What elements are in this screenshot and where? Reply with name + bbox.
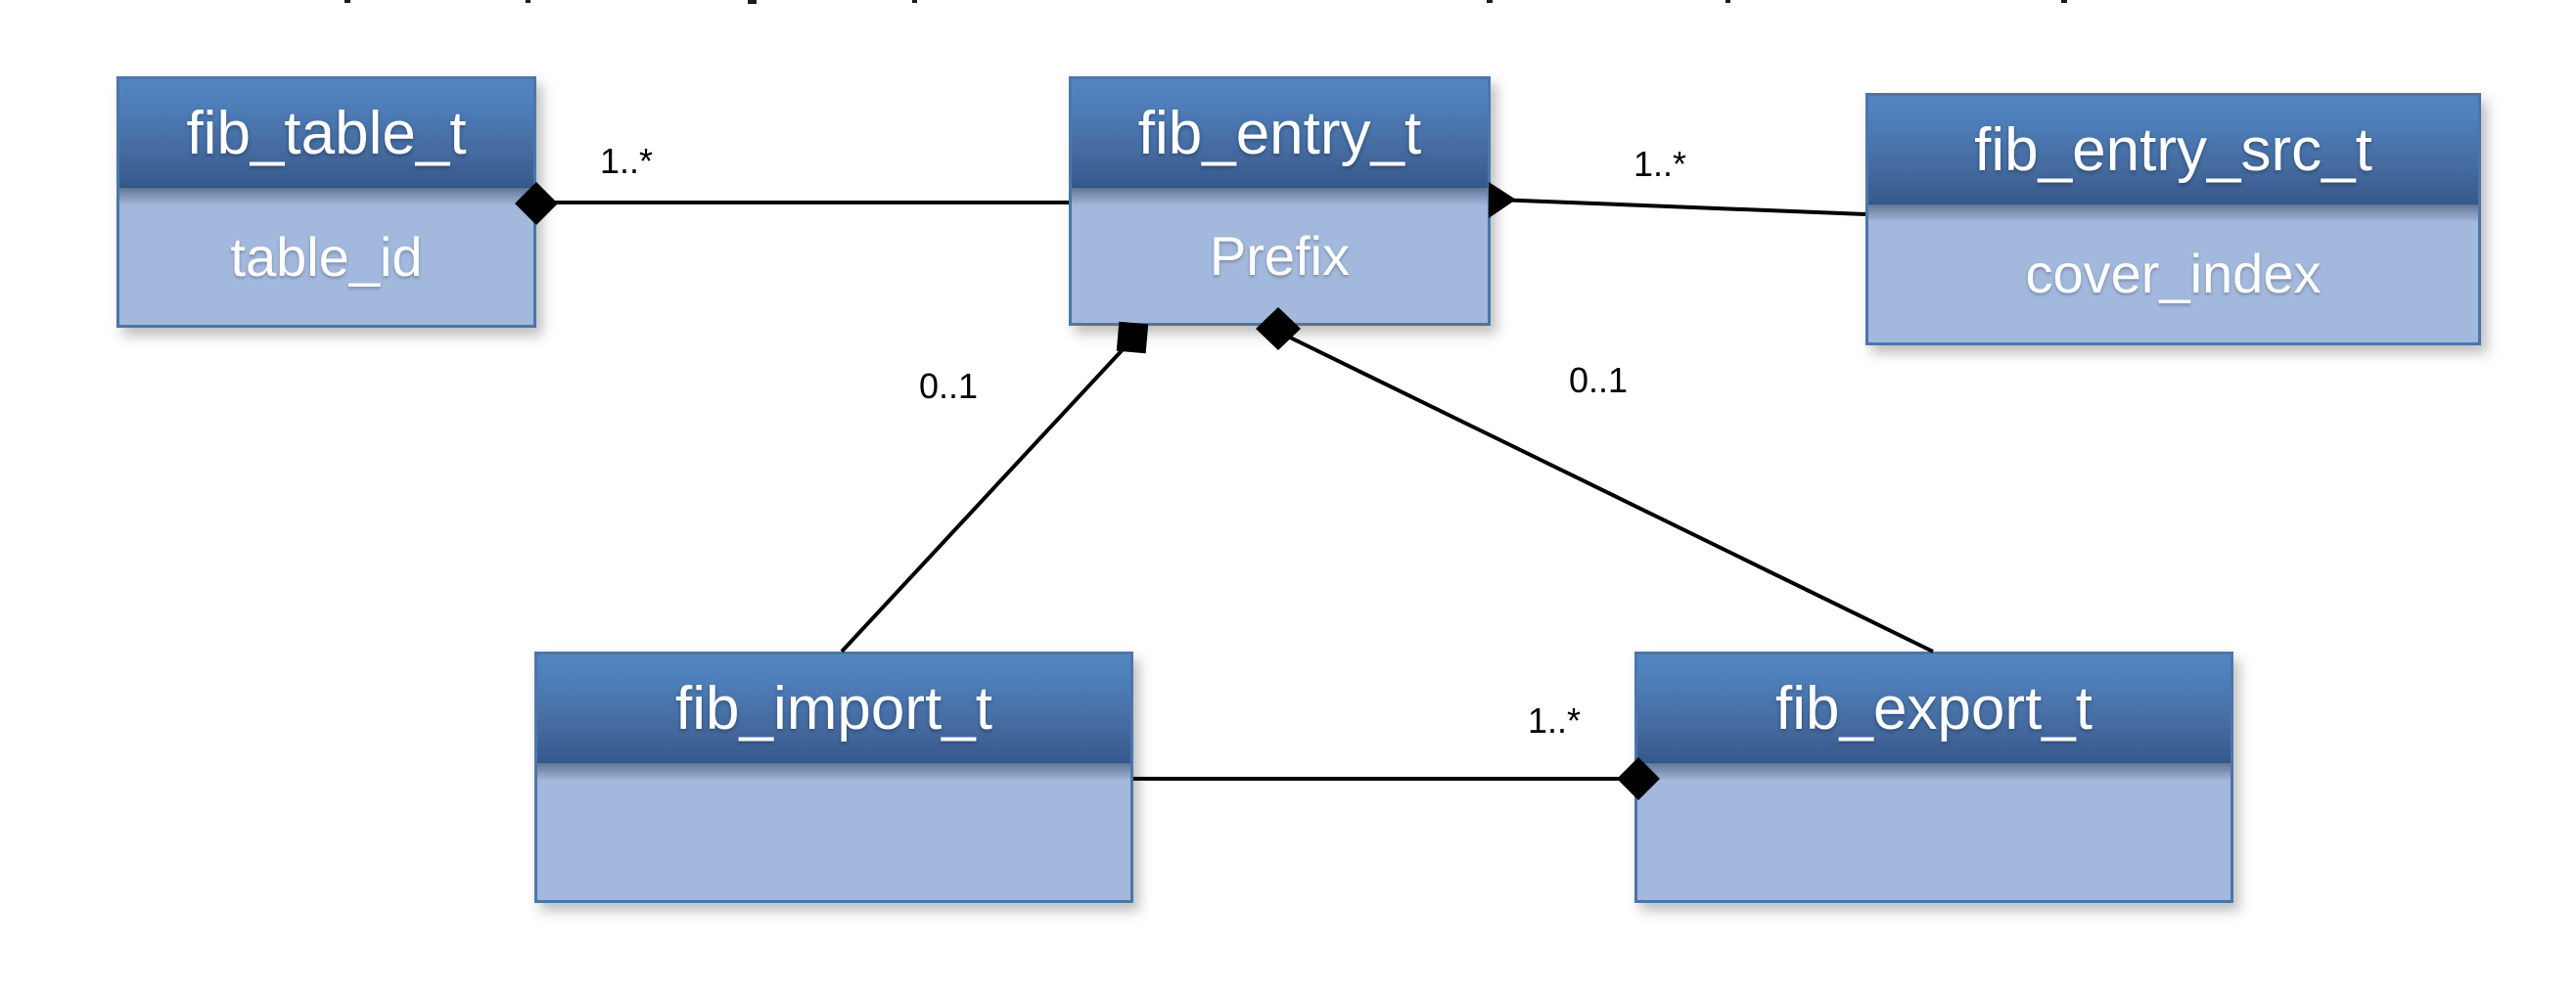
class-box-fib-entry-t: fib_entry_t Prefix [1069, 76, 1491, 326]
class-title: fib_entry_t [1072, 79, 1488, 188]
class-attribute: table_id [119, 188, 533, 325]
class-title: fib_export_t [1637, 654, 2231, 763]
cropped-text-artifact [345, 0, 350, 3]
multiplicity-label-table-entry: 1..* [599, 141, 654, 181]
relation-line-entry-import [840, 342, 1129, 654]
cropped-text-artifact [526, 0, 530, 3]
class-attribute: Prefix [1072, 188, 1488, 323]
class-title: fib_table_t [119, 79, 533, 188]
class-box-fib-table-t: fib_table_t table_id [116, 76, 536, 328]
class-title: fib_import_t [537, 654, 1130, 763]
multiplicity-label-import-export: 1..* [1527, 700, 1582, 741]
class-box-fib-export-t: fib_export_t [1634, 652, 2233, 903]
cropped-text-artifact [912, 0, 917, 3]
cropped-text-artifact [748, 0, 757, 4]
multiplicity-label-entry-import: 0..1 [918, 366, 979, 406]
cropped-text-artifact [1487, 0, 1493, 3]
composition-half-diamond-icon [1489, 182, 1516, 218]
composition-square-icon [1116, 321, 1149, 354]
multiplicity-label-entry-src: 1..* [1633, 144, 1687, 184]
class-box-fib-entry-src-t: fib_entry_src_t cover_index [1865, 93, 2481, 345]
multiplicity-label-entry-export: 0..1 [1568, 360, 1629, 400]
class-attribute [537, 763, 1130, 900]
class-title: fib_entry_src_t [1868, 96, 2478, 204]
cropped-text-artifact [1725, 0, 1730, 3]
class-attribute [1637, 763, 2231, 900]
class-attribute: cover_index [1868, 204, 2478, 342]
cropped-text-artifact [2061, 0, 2067, 3]
relation-line-entry-src [1495, 198, 1866, 216]
class-box-fib-import-t: fib_import_t [534, 652, 1133, 903]
